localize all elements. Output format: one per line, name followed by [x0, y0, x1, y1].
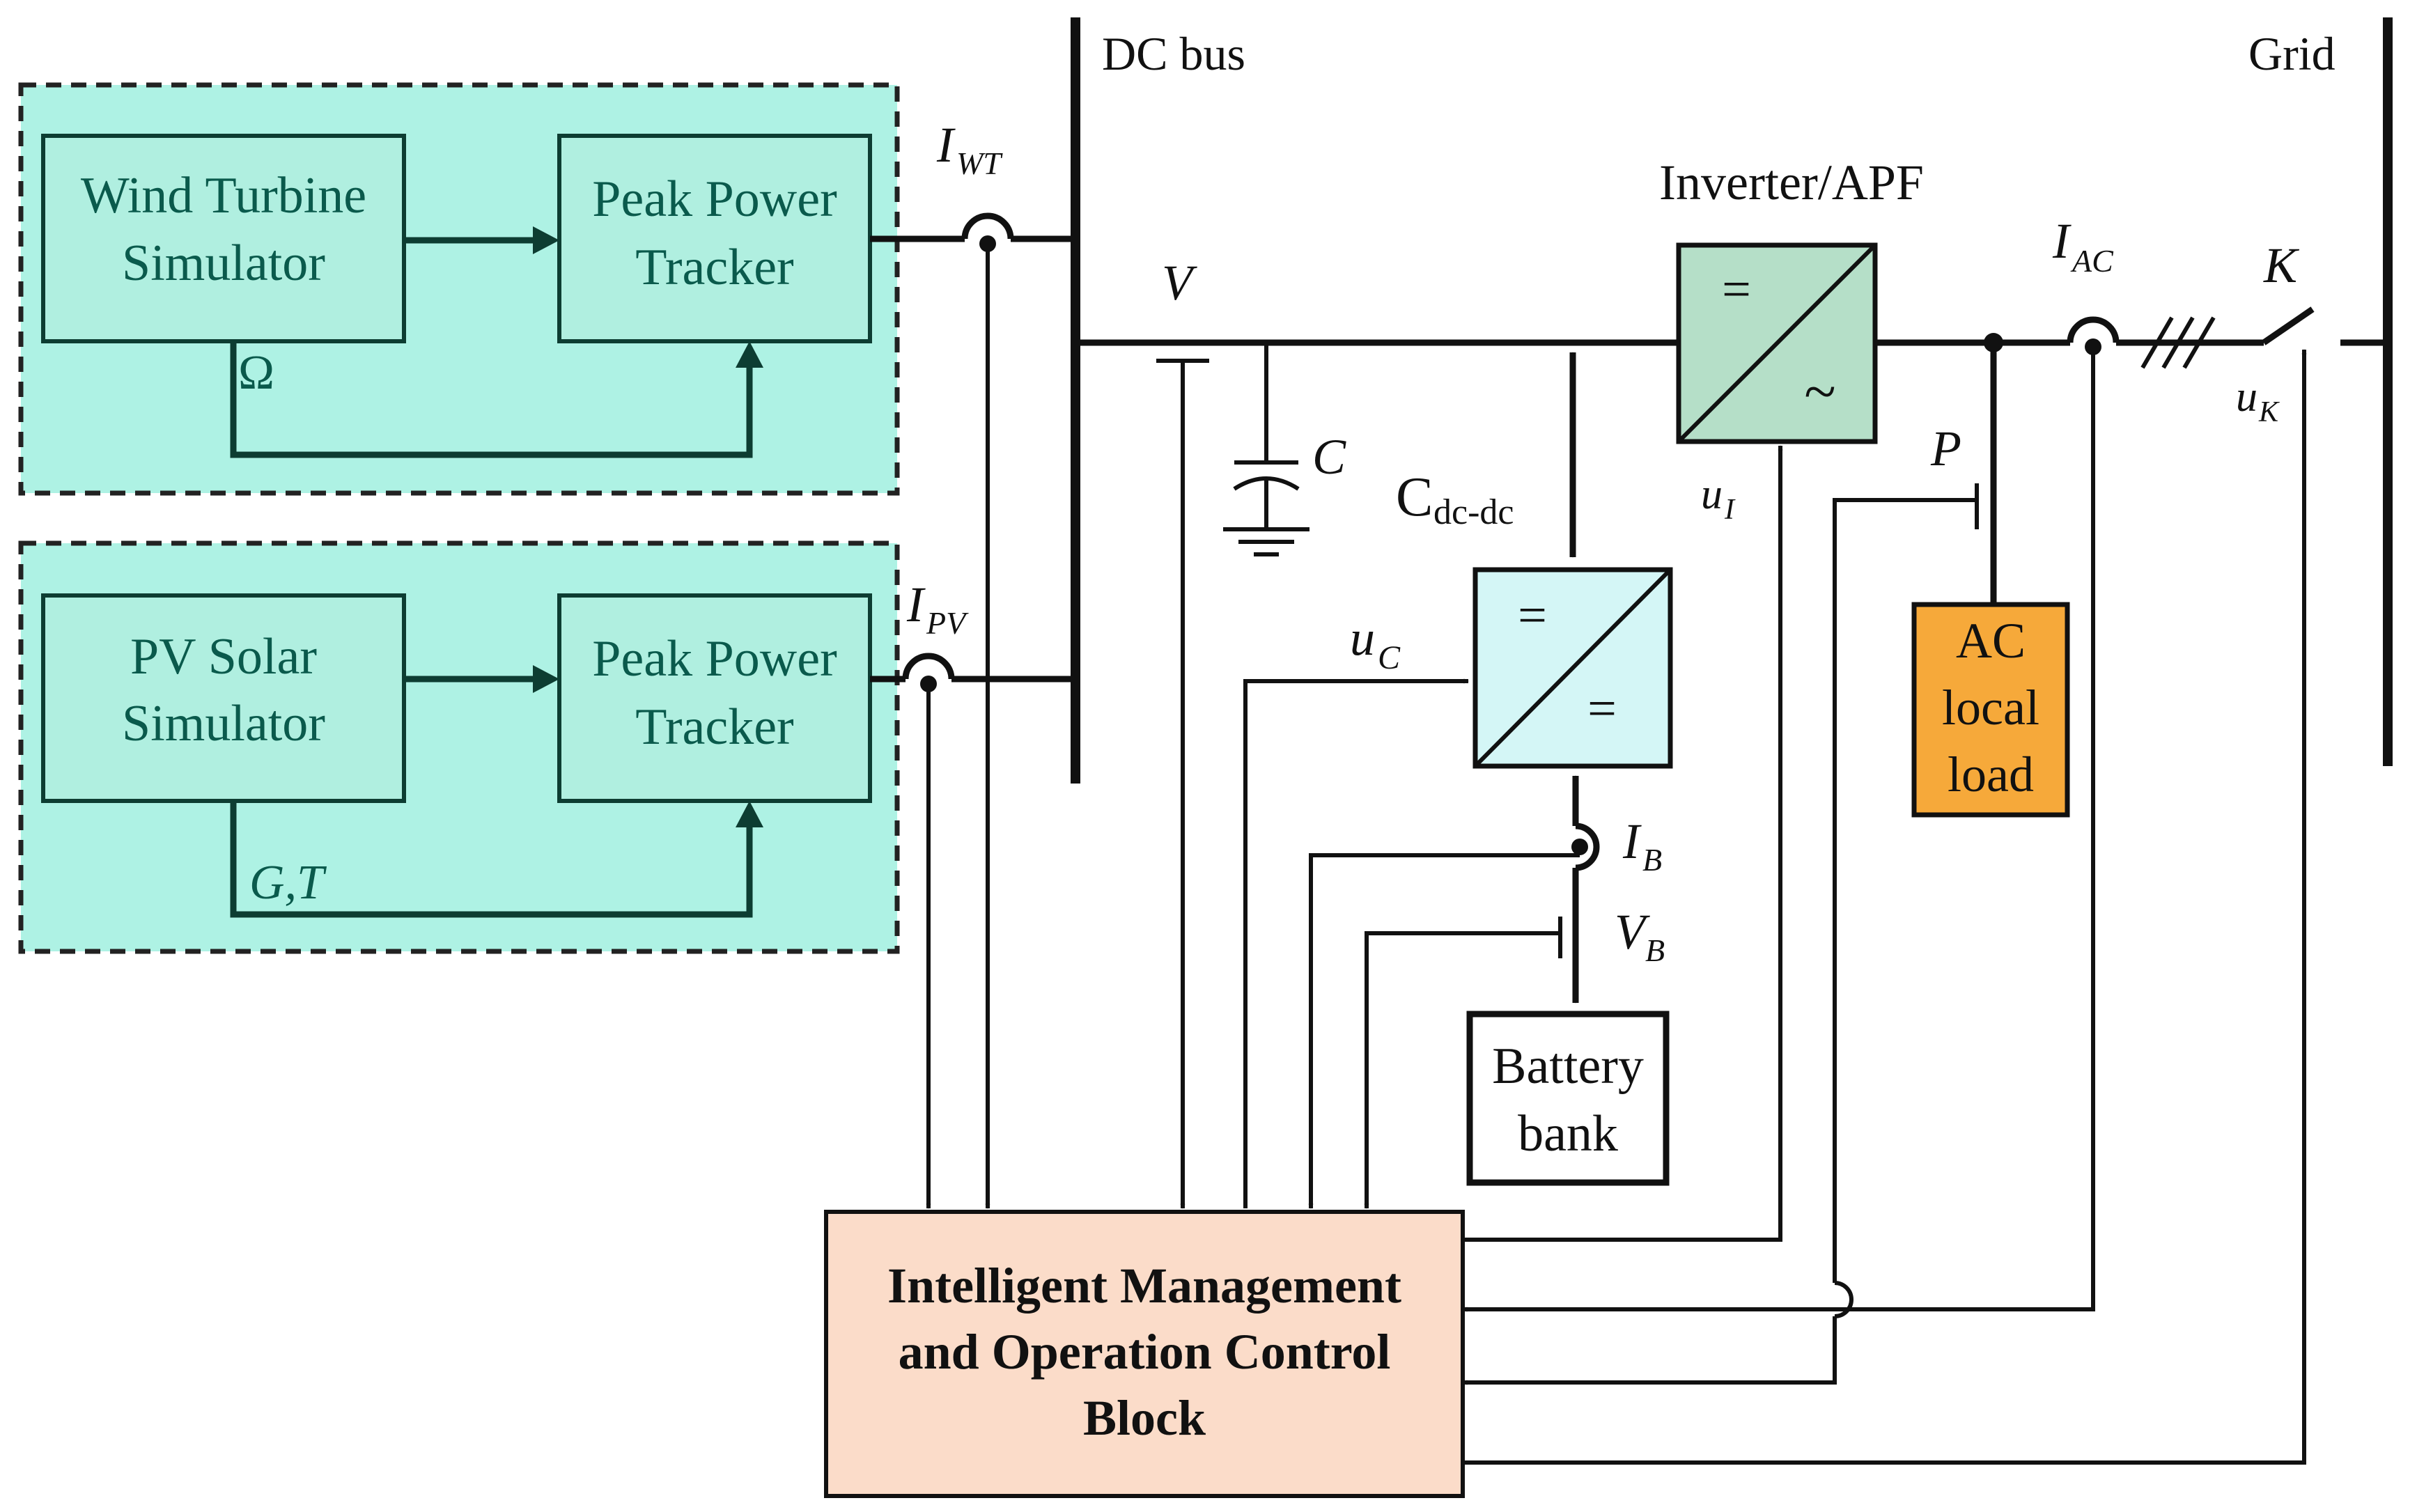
pv-solar-simulator-block: PV Solar Simulator — [41, 593, 406, 803]
pv-internal-arrows — [230, 665, 763, 918]
k-label: K — [2263, 237, 2300, 293]
gt-label: G,T — [249, 856, 327, 910]
svg-text:B: B — [1642, 842, 1662, 878]
ui-label: u I — [1701, 471, 1736, 526]
battery-line1: Battery — [1492, 1038, 1644, 1095]
iac-measure-line — [1462, 352, 2095, 1312]
svg-text:PV: PV — [926, 605, 969, 641]
uc-control-line — [1243, 678, 1469, 1208]
iwt-connection — [870, 212, 1075, 252]
control-line2: and Operation Control — [899, 1324, 1391, 1380]
svg-text:K: K — [2258, 396, 2280, 428]
cdcdc-label: C dc-dc — [1396, 467, 1514, 532]
wind-sim-line2: Simulator — [122, 235, 325, 292]
svg-text:WT: WT — [956, 146, 1003, 181]
ac-local-load-block: AC local load — [1911, 602, 2070, 818]
svg-text:dc-dc: dc-dc — [1433, 492, 1514, 532]
inverter-ac-symbol: ~ — [1804, 359, 1835, 424]
ppt-wind-line2: Tracker — [635, 239, 793, 296]
ipv-label: I PV — [906, 577, 969, 641]
ac-load-line3: load — [1948, 747, 2034, 802]
wind-turbine-simulator-block: Wind Turbine Simulator — [41, 134, 406, 343]
ac-line — [1875, 316, 2143, 355]
inverter-apf-block: = ~ — [1676, 242, 1878, 444]
uk-control-line — [1463, 349, 2307, 1465]
p-label: P — [1930, 421, 1961, 476]
svg-text:I: I — [2052, 213, 2072, 269]
dc-bus-label: DC bus — [1102, 27, 1245, 80]
svg-text:B: B — [1645, 933, 1665, 968]
ipv-connection — [870, 653, 1075, 692]
svg-text:u: u — [1701, 471, 1723, 518]
svg-text:I: I — [936, 117, 956, 173]
dc-dc-converter-block: = = — [1472, 567, 1673, 769]
inverter-title: Inverter/APF — [1659, 155, 1924, 210]
ppt-pv-line1: Peak Power — [592, 630, 837, 687]
uc-label: u C — [1350, 610, 1401, 676]
pv-sim-line2: Simulator — [122, 695, 325, 752]
vb-label: V B — [1615, 904, 1665, 968]
control-line1: Intelligent Management — [887, 1258, 1401, 1314]
ppt-wind-line1: Peak Power — [592, 171, 837, 228]
peak-power-tracker-wind-block: Peak Power Tracker — [557, 134, 872, 343]
ib-label: I B — [1622, 813, 1662, 878]
iac-label: I AC — [2052, 213, 2114, 279]
converter-top-symbol: = — [1518, 587, 1547, 644]
svg-text:u: u — [2236, 373, 2257, 421]
peak-power-tracker-pv-block: Peak Power Tracker — [557, 593, 872, 803]
svg-text:C: C — [1396, 467, 1433, 528]
control-block: Intelligent Management and Operation Con… — [824, 1210, 1465, 1498]
ac-load-line1: AC — [1956, 613, 2026, 669]
ppt-pv-line2: Tracker — [635, 699, 793, 756]
grid-switch-k — [2262, 306, 2388, 346]
inverter-dc-symbol: = — [1722, 261, 1751, 318]
iwt-label: I WT — [936, 117, 1003, 181]
omega-label: Ω — [238, 346, 274, 400]
battery-bank-block: Battery bank — [1466, 1011, 1670, 1186]
svg-text:V: V — [1615, 904, 1650, 960]
p-measure-line — [1462, 483, 1979, 1385]
three-phase-marker — [2140, 316, 2264, 369]
svg-text:I: I — [906, 577, 926, 632]
uk-label: u K — [2236, 373, 2280, 428]
svg-text:I: I — [1724, 494, 1736, 526]
ib-measure-line — [1308, 853, 1580, 1209]
ui-control-line — [1463, 445, 1783, 1242]
wind-internal-arrows — [230, 226, 763, 458]
capacitor-c-symbol — [1223, 343, 1309, 556]
v-label: V — [1162, 255, 1197, 311]
grid-label: Grid — [2248, 27, 2336, 80]
v-measure-line — [1156, 359, 1209, 1209]
wind-sim-line1: Wind Turbine — [81, 167, 366, 224]
pv-sim-line1: PV Solar — [130, 628, 317, 685]
svg-text:u: u — [1350, 610, 1375, 666]
svg-text:AC: AC — [2070, 243, 2114, 279]
battery-line2: bank — [1518, 1105, 1618, 1162]
battery-connection — [1571, 775, 1600, 1004]
ac-load-line2: local — [1942, 680, 2039, 735]
svg-text:C: C — [1378, 639, 1401, 676]
svg-text:I: I — [1622, 813, 1642, 869]
control-line3: Block — [1083, 1390, 1206, 1446]
c-label: C — [1312, 429, 1346, 485]
converter-bottom-symbol: = — [1587, 680, 1617, 738]
vb-measure-line — [1364, 917, 1562, 1209]
